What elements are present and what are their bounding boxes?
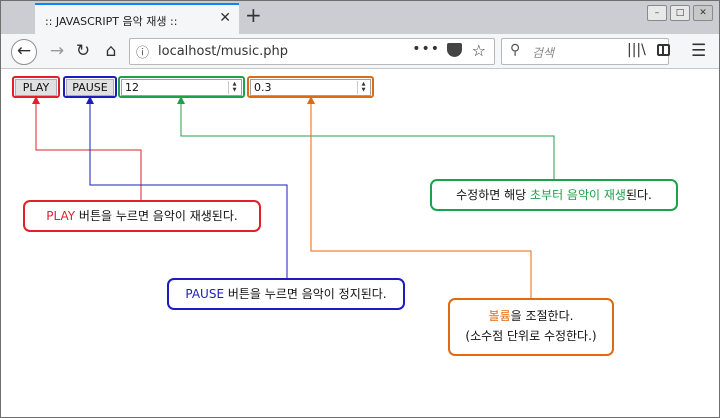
volume-arrowhead [307, 96, 315, 104]
play-callout-text: 버튼을 누르면 음악이 재생된다. [75, 209, 238, 223]
volume-callout-em: 볼륨 [488, 309, 511, 323]
search-placeholder: 검색 [532, 46, 555, 60]
start-callout-em: 초부터 음악이 재생 [530, 188, 626, 202]
play-connector [35, 101, 142, 200]
star-icon[interactable]: ☆ [471, 41, 486, 60]
info-icon[interactable]: ⓘ [136, 46, 150, 61]
pause-button[interactable]: PAUSE [66, 79, 114, 96]
pause-connector [89, 101, 288, 278]
volume-callout: 볼륨을 조절한다. (소수점 단위로 수정한다.) [448, 298, 614, 356]
page-actions-icon[interactable]: ••• [412, 41, 440, 57]
page-content: PLAY PAUSE 12 ▲▼ 0.3 ▲▼ PLAY 버튼을 누르면 음악이… [1, 69, 719, 417]
start-time-highlight [118, 76, 245, 98]
volume-callout-line1: 볼륨을 조절한다. [450, 306, 612, 326]
start-connector [180, 101, 555, 179]
start-callout: 수정하면 해당 초부터 음악이 재생된다. [430, 179, 678, 211]
minimize-button[interactable]: – [647, 5, 667, 21]
close-tab-icon[interactable]: ✕ [219, 10, 231, 26]
play-button[interactable]: PLAY [15, 79, 57, 96]
home-icon[interactable]: ⌂ [105, 41, 117, 61]
start-time-input[interactable]: 12 ▲▼ [121, 79, 242, 96]
start-callout-post: 된다. [625, 188, 652, 202]
volume-input[interactable]: 0.3 ▲▼ [250, 79, 371, 96]
connector-lines [32, 96, 555, 298]
back-arrow-icon[interactable]: ← [11, 39, 37, 65]
pause-arrowhead [86, 96, 94, 104]
library-icon[interactable]: |||\ [627, 42, 646, 58]
play-highlight [12, 76, 60, 98]
pause-highlight [63, 76, 117, 98]
volume-spinner[interactable]: ▲▼ [357, 81, 369, 94]
tab-bar: :: JAVASCRIPT 음악 재생 :: ✕ + – □ ✕ [1, 1, 719, 34]
start-time-value: 12 [125, 81, 139, 94]
start-callout-pre: 수정하면 해당 [456, 188, 530, 202]
pause-callout-text: 버튼을 누르면 음악이 정지된다. [224, 287, 387, 301]
reload-icon[interactable]: ↻ [75, 41, 91, 61]
play-callout: PLAY 버튼을 누르면 음악이 재생된다. [23, 200, 261, 232]
tab-music[interactable]: :: JAVASCRIPT 음악 재생 :: ✕ [35, 3, 239, 34]
forward-arrow-icon[interactable]: → [49, 41, 65, 61]
volume-callout-post: 을 조절한다. [510, 309, 574, 323]
new-tab-button[interactable]: + [245, 3, 262, 27]
tab-title: :: JAVASCRIPT 음악 재생 :: [45, 15, 178, 28]
pocket-icon[interactable] [447, 43, 462, 57]
play-arrowhead [32, 96, 40, 104]
sidebar-icon[interactable] [657, 44, 670, 56]
search-bar[interactable]: ⚲ 검색 [501, 38, 669, 65]
close-window-button[interactable]: ✕ [693, 5, 713, 21]
volume-callout-line2: (소수점 단위로 수정한다.) [465, 329, 597, 343]
play-callout-em: PLAY [46, 209, 76, 223]
menu-icon[interactable]: ☰ [691, 41, 707, 61]
pause-callout: PAUSE 버튼을 누르면 음악이 정지된다. [167, 278, 405, 310]
volume-connector [310, 101, 532, 298]
volume-highlight [247, 76, 374, 98]
navigation-bar: ← → ↻ ⌂ ⓘ localhost/music.php ••• ☆ ⚲ 검색 [1, 34, 719, 69]
volume-value: 0.3 [254, 81, 272, 94]
start-time-spinner[interactable]: ▲▼ [228, 81, 240, 94]
maximize-button[interactable]: □ [670, 5, 690, 21]
address-bar[interactable]: ⓘ localhost/music.php ••• ☆ [129, 38, 495, 65]
window-controls: – □ ✕ [647, 5, 713, 21]
pause-callout-em: PAUSE [185, 287, 225, 301]
url-text[interactable]: localhost/music.php [158, 44, 289, 59]
search-icon: ⚲ [510, 42, 521, 58]
start-arrowhead [177, 96, 185, 104]
